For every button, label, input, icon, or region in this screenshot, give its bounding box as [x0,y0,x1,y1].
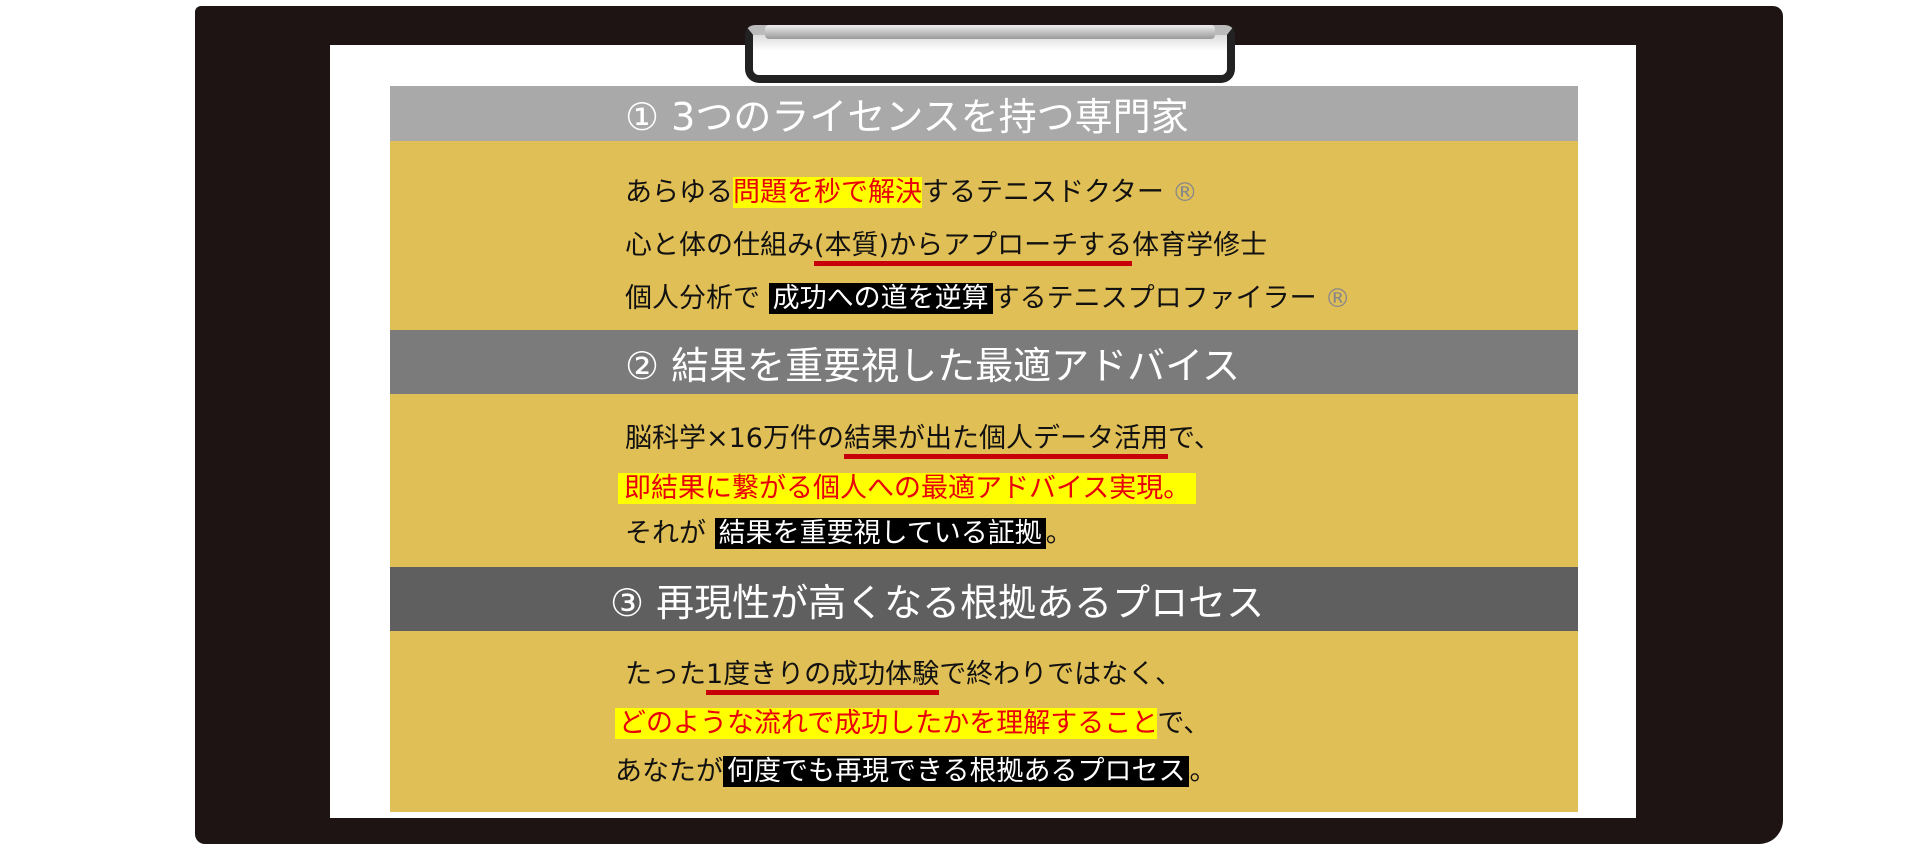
section-1-header: ① 3つのライセンスを持つ専門家 [390,86,1578,141]
section-2-line-2: 即結果に繋がる個人への最適アドバイス実現。 [618,470,1197,508]
highlight-text: 問題を秒で解決 [733,177,922,208]
text: するテニスドクター [922,177,1164,208]
text: で、 [1167,423,1221,454]
text: 体育学修士 [1132,230,1268,261]
text: 。 [1189,756,1217,787]
section-2-title: ② 結果を重要視した最適アドバイス [625,343,1241,388]
text: あらゆる [625,177,733,208]
section-1-title: ① 3つのライセンスを持つ専門家 [625,95,1189,139]
inverted-text: 結果を重要視している証拠 [714,518,1046,549]
registered-icon: ® [1171,178,1198,208]
inverted-text: 成功への道を逆算 [768,283,993,314]
clip-bar [765,25,1215,39]
section-3-line-2: どのような流れで成功したかを理解することで、 [615,705,1210,743]
text: で、 [1157,708,1211,739]
text: 脳科学×16万件の [625,423,844,454]
section-3-line-1: たった1度きりの成功体験で終わりではなく、 [625,656,1183,695]
inverted-text: 何度でも再現できる根拠あるプロセス [723,756,1190,787]
underlined-text: 1度きりの成功体験 [706,659,940,695]
section-1-line-2: 心と体の仕組み(本質)からアプローチする体育学修士 [625,227,1268,266]
section-2-line-1: 脳科学×16万件の結果が出た個人データ活用で、 [625,420,1221,459]
section-2-body: 脳科学×16万件の結果が出た個人データ活用で、 即結果に繋がる個人への最適アドバ… [390,394,1578,567]
text: 個人分析で [625,283,769,314]
section-1-line-3: 個人分析で 成功への道を逆算するテニスプロファイラー® [625,280,1351,318]
section-3-header: ③ 再現性が高くなる根拠あるプロセス [390,567,1578,631]
section-3-title: ③ 再現性が高くなる根拠あるプロセス [610,580,1265,625]
section-3-line-3: あなたが何度でも再現できる根拠あるプロセス。 [615,753,1216,791]
underlined-text: 結果が出た個人データ活用 [843,423,1168,459]
text: たった [625,659,706,690]
section-2-line-3: それが 結果を重要視している証拠。 [625,515,1073,553]
section-2-header: ② 結果を重要視した最適アドバイス [390,330,1578,394]
text: それが [625,518,715,549]
highlight-text: どのような流れで成功したかを理解すること [615,708,1158,739]
text: あなたが [615,756,723,787]
text: で終わりではなく、 [939,659,1183,690]
section-1-line-1: あらゆる問題を秒で解決するテニスドクター® [625,174,1198,212]
section-1-body: あらゆる問題を秒で解決するテニスドクター® 心と体の仕組み(本質)からアプローチ… [390,141,1578,330]
text: 。 [1045,518,1073,549]
underlined-text: (本質)からアプローチする [814,230,1133,266]
highlight-text: 即結果に繋がる個人への最適アドバイス実現。 [618,473,1197,504]
section-3-body: たった1度きりの成功体験で終わりではなく、 どのような流れで成功したかを理解する… [390,631,1578,812]
registered-icon: ® [1324,284,1351,314]
text: するテニスプロファイラー [992,283,1317,314]
text: 心と体の仕組み [625,230,814,261]
